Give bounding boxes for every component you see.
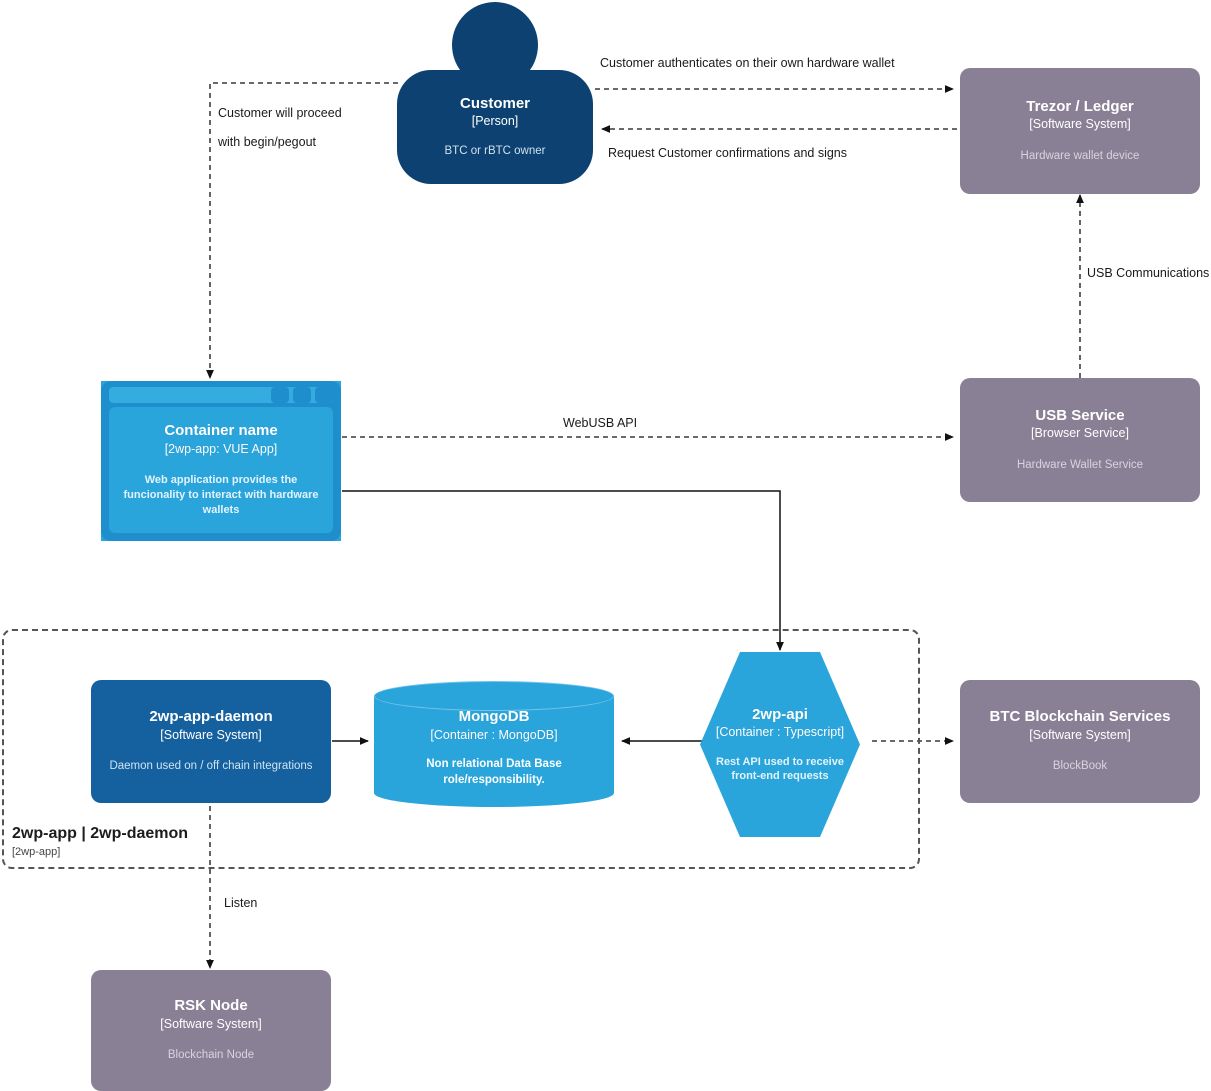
node-2wp-api-description: Rest API used to receive front-end reque… (716, 755, 844, 782)
node-customer-type: [Person] (471, 114, 519, 129)
node-btc-blockchain-services-name: BTC Blockchain Services (989, 708, 1171, 726)
node-trezor-ledger-name: Trezor / Ledger (1026, 97, 1134, 115)
boundary-type: [2wp-app] (12, 845, 61, 858)
boundary-2wp-app (2, 629, 920, 869)
node-usb-service-type: [Browser Service] (1031, 426, 1129, 441)
node-2wp-app-daemon[interactable]: 2wp-app-daemon [Software System] Daemon … (91, 680, 331, 803)
boundary-label: 2wp-app | 2wp-daemon [2wp-app] (12, 824, 188, 859)
cylinder-body (374, 695, 614, 793)
node-rsk-node[interactable]: RSK Node [Software System] Blockchain No… (91, 970, 331, 1091)
node-rsk-node-name: RSK Node (174, 997, 248, 1015)
node-customer[interactable]: Customer [Person] BTC or rBTC owner (397, 2, 593, 184)
edge-label-customer-to-trezor: Customer authenticates on their own hard… (600, 56, 895, 70)
edge-container-to-api (342, 490, 784, 651)
node-customer-description: BTC or rBTC owner (444, 144, 546, 157)
node-rsk-node-description: Blockchain Node (167, 1049, 255, 1062)
edge-label-customer-to-container-line1: Customer will proceed (218, 106, 342, 120)
node-rsk-node-type: [Software System] (160, 1016, 262, 1031)
node-trezor-ledger-type: [Software System] (1029, 117, 1131, 132)
node-trezor-ledger[interactable]: Trezor / Ledger [Software System] Hardwa… (960, 68, 1200, 194)
node-2wp-api-name: 2wp-api (752, 705, 808, 723)
browser-minimize-icon[interactable] (271, 387, 289, 403)
edge-label-trezor-to-customer: Request Customer confirmations and signs (608, 146, 848, 160)
node-2wp-api[interactable]: 2wp-api [Container : Typescript] Rest AP… (700, 652, 860, 837)
node-btc-blockchain-services-description: BlockBook (1052, 760, 1108, 773)
node-mongodb-description: Non relational Data Base role/responsibi… (426, 757, 562, 786)
node-btc-blockchain-services[interactable]: BTC Blockchain Services [Software System… (960, 680, 1200, 803)
edge-label-container-to-usb: WebUSB API (563, 416, 638, 430)
browser-viewport: Container name [2wp-app: VUE App] Web ap… (109, 407, 333, 533)
node-trezor-ledger-description: Hardware wallet device (1020, 149, 1140, 162)
node-mongodb-name: MongoDB (458, 707, 530, 725)
edge-customer-to-container (206, 82, 398, 379)
node-2wp-app-daemon-description: Daemon used on / off chain integrations (109, 760, 313, 773)
node-container-name-description: Web application provides the funcionalit… (123, 474, 319, 516)
node-mongodb-text: MongoDB [Container : MongoDB] Non relati… (374, 681, 614, 807)
hexagon-shape (700, 652, 860, 837)
boundary-name: 2wp-app | 2wp-daemon (12, 825, 189, 842)
node-mongodb[interactable]: MongoDB [Container : MongoDB] Non relati… (374, 681, 614, 807)
node-2wp-app-daemon-type: [Software System] (160, 727, 262, 742)
edge-label-usb-to-trezor: USB Communications (1087, 266, 1210, 280)
node-usb-service[interactable]: USB Service [Browser Service] Hardware W… (960, 378, 1200, 502)
browser-close-icon[interactable] (315, 387, 333, 403)
person-body: Customer [Person] BTC or rBTC owner (397, 70, 593, 184)
node-container-name-type: [2wp-app: VUE App] (164, 441, 278, 456)
node-customer-name: Customer (459, 94, 530, 112)
node-container-name[interactable]: Container name [2wp-app: VUE App] Web ap… (101, 381, 341, 541)
cylinder-bottom-ellipse (374, 779, 614, 807)
node-2wp-api-type: [Container : Typescript] (715, 725, 845, 740)
edge-label-daemon-to-rsk: Listen (224, 896, 258, 910)
edge-label-customer-to-container-line2: with begin/pegout (218, 135, 316, 149)
browser-maximize-icon[interactable] (293, 387, 311, 403)
node-usb-service-name: USB Service (1035, 406, 1125, 424)
node-mongodb-type: [Container : MongoDB] (430, 727, 558, 742)
node-2wp-app-daemon-name: 2wp-app-daemon (149, 708, 273, 726)
node-2wp-api-text: 2wp-api [Container : Typescript] Rest AP… (700, 652, 860, 837)
cylinder-top-ellipse (374, 681, 614, 711)
node-usb-service-description: Hardware Wallet Service (1016, 458, 1144, 471)
node-btc-blockchain-services-type: [Software System] (1029, 727, 1131, 742)
node-container-name-name: Container name (164, 422, 278, 440)
